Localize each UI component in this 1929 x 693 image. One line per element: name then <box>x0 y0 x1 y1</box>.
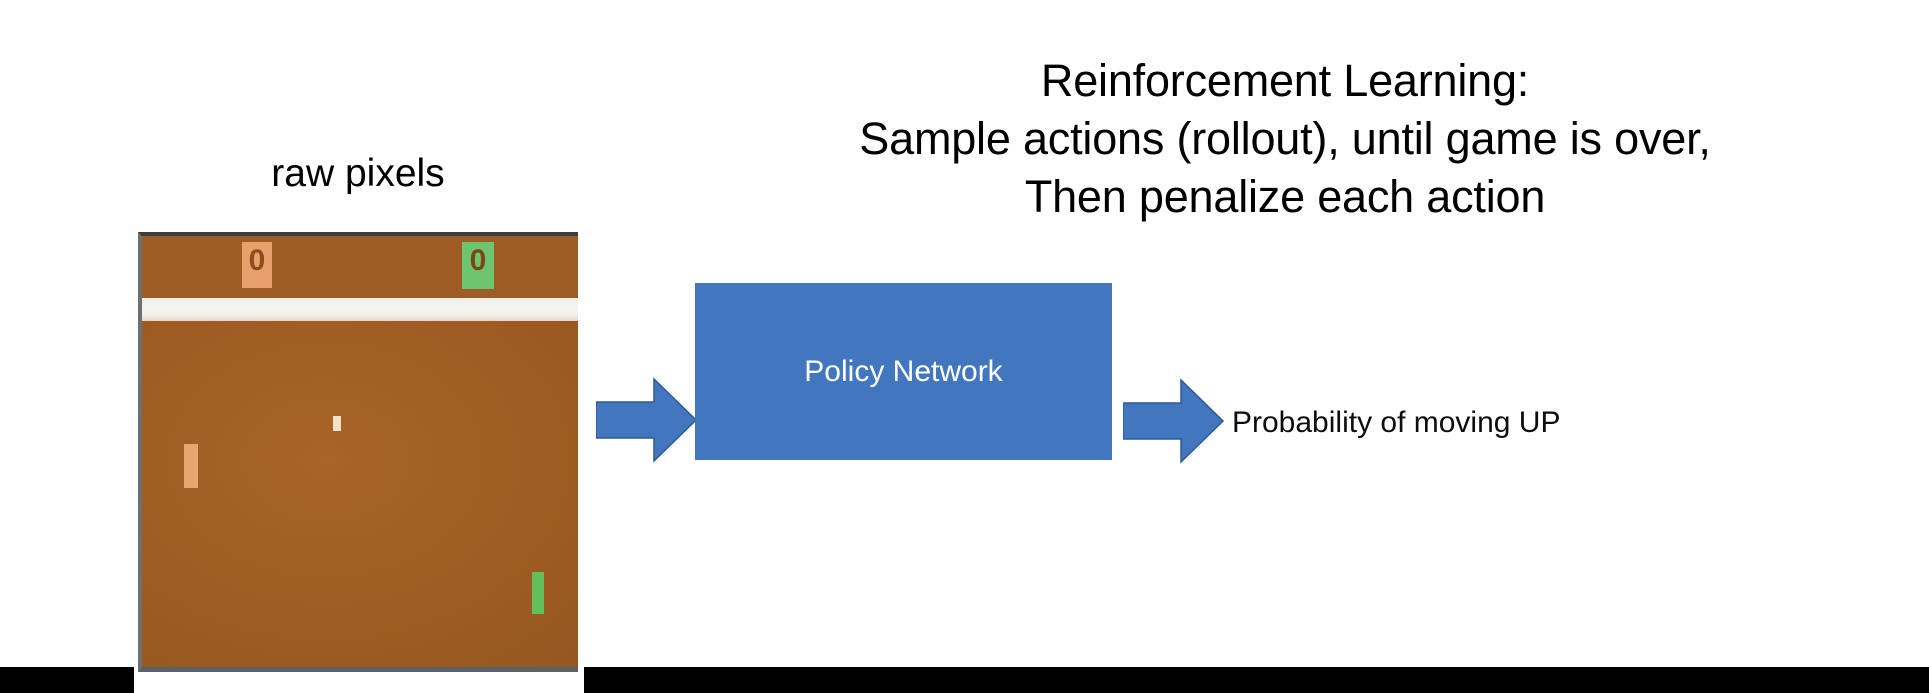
title-line-1: Reinforcement Learning: <box>1040 55 1530 106</box>
paddle-left <box>184 444 198 488</box>
policy-network-box[interactable]: Policy Network <box>695 283 1112 460</box>
arrow-right-out-of-policy <box>1122 376 1225 466</box>
bottom-bar-left <box>0 667 134 693</box>
output-label: Probability of moving UP <box>1232 406 1561 439</box>
game-field-top-band <box>142 236 578 298</box>
arrow-right-into-policy <box>595 375 698 465</box>
pong-game-screen: 0 0 <box>138 232 578 672</box>
page-title: Reinforcement Learning: Sample actions (… <box>660 52 1910 226</box>
raw-pixels-caption: raw pixels <box>271 152 445 195</box>
title-line-2: Sample actions (rollout), until game is … <box>859 113 1711 164</box>
ball <box>333 416 341 431</box>
bottom-bar-right <box>584 667 1929 693</box>
game-divider-band <box>142 298 578 321</box>
score-right: 0 <box>462 242 494 289</box>
score-left: 0 <box>242 242 272 288</box>
policy-network-label: Policy Network <box>804 354 1003 388</box>
arrow-right-icon <box>595 377 698 463</box>
paddle-right <box>532 572 544 614</box>
arrow-right-icon <box>1122 378 1225 464</box>
title-line-3: Then penalize each action <box>1024 171 1546 222</box>
